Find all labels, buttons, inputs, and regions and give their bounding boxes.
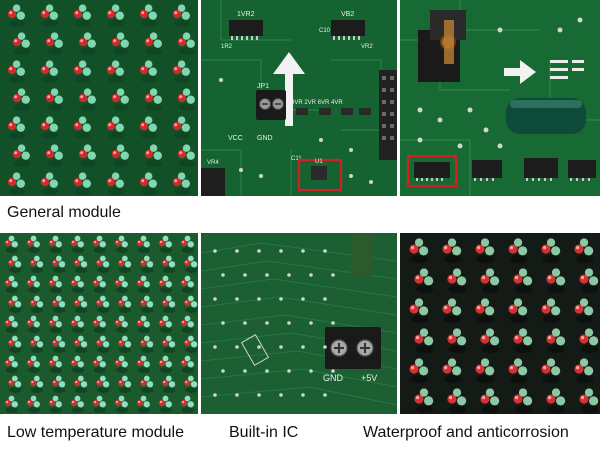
silkscreen-label: 8VR 2VR 6VR 4VR	[291, 100, 343, 106]
led-board-photo	[400, 233, 600, 414]
silkscreen-label: 1R2	[221, 44, 233, 50]
silkscreen-label: VR2	[361, 44, 373, 50]
silkscreen-label: GND	[323, 373, 344, 383]
caption-waterproof: Waterproof and anticorrosion	[363, 424, 569, 441]
pcb-closeup-photo: 1VR2 1R2 VB2 VR2 C10 JP1 VCC GND 8VR 2VR…	[201, 0, 397, 196]
silkscreen-label: 1VR2	[237, 11, 255, 18]
photo-waterproof-module	[400, 233, 600, 414]
led-board-photo	[0, 0, 198, 196]
silkscreen-label: C11	[291, 156, 302, 162]
silkscreen-label: VB2	[341, 11, 354, 18]
silkscreen-label: U1	[315, 159, 323, 165]
silkscreen-label: VCC	[228, 135, 243, 142]
highlight-box	[297, 158, 343, 192]
silkscreen-label: GND	[257, 135, 273, 142]
silkscreen-label: +5V	[361, 373, 377, 383]
arrow-right-icon	[504, 60, 536, 84]
silkscreen-label: VR4	[207, 160, 219, 166]
arrow-up-icon	[273, 52, 305, 126]
led-board-photo	[0, 233, 198, 414]
silkscreen-label: JP1	[257, 83, 269, 90]
silkscreen-label: C10	[319, 28, 331, 34]
pcb-back-photo: GND +5V	[201, 233, 397, 414]
photo-general-module	[0, 0, 198, 196]
highlight-box	[406, 154, 458, 188]
caption-low-temperature-module: Low temperature module	[7, 424, 184, 441]
photo-low-temperature-module	[0, 233, 198, 414]
pcb-components-photo	[400, 0, 600, 196]
caption-general-module: General module	[7, 204, 121, 221]
photo-board-connector: 1VR2 1R2 VB2 VR2 C10 JP1 VCC GND 8VR 2VR…	[201, 0, 397, 196]
photo-components	[400, 0, 600, 196]
photo-built-in-ic: GND +5V	[201, 233, 397, 414]
caption-built-in-ic: Built-in IC	[229, 424, 299, 441]
